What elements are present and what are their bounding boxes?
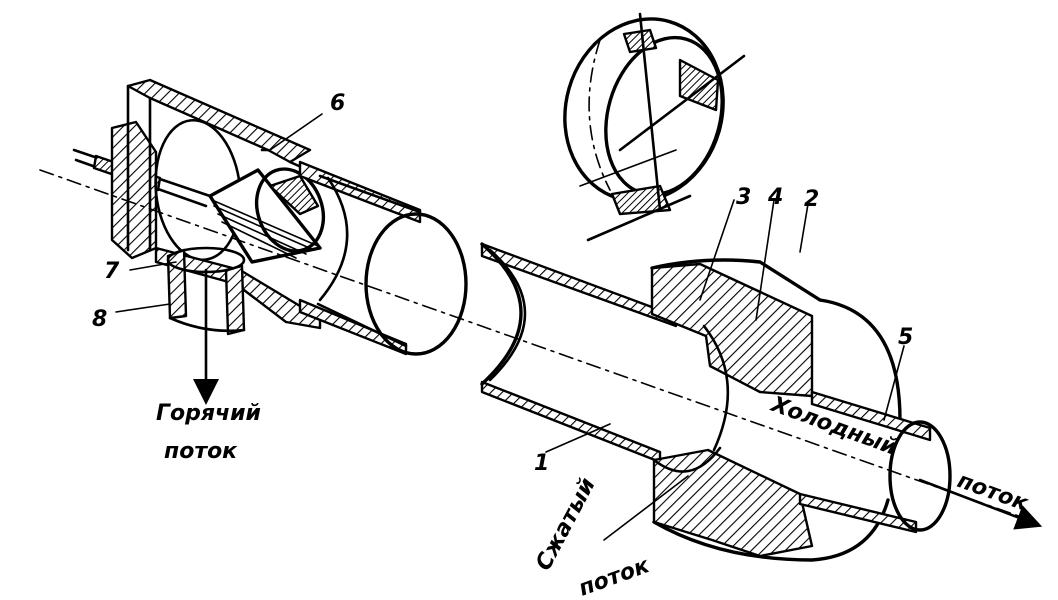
label-hot-flow-line1: Горячий (156, 401, 261, 426)
label-7: 7 (104, 259, 120, 284)
label-compressed-line2: поток (576, 553, 654, 600)
label-compressed-line1: Сжатый (531, 474, 600, 575)
leader-lines (115, 113, 905, 541)
label-4: 4 (767, 185, 783, 210)
cold-tube-wall-bottom (798, 492, 918, 534)
label-1: 1 (534, 451, 549, 476)
nozzle-body-top (650, 262, 814, 398)
hot-end-assembly (72, 78, 468, 405)
label-hot-flow-line2: поток (164, 439, 238, 464)
label-3: 3 (736, 185, 751, 210)
hot-tube-opening (364, 212, 468, 356)
hot-housing-body (126, 84, 332, 252)
swirl-nozzle-ring (563, 12, 746, 242)
cold-tube-wall-top (810, 390, 932, 442)
label-cold-flow: поток (954, 468, 1032, 517)
tube-axis (39, 169, 1031, 521)
label-5: 5 (898, 325, 913, 350)
cold-flow-arrow (918, 478, 1043, 530)
cold-tube-opening (888, 420, 952, 532)
label-8: 8 (92, 307, 107, 332)
nozzle-body-bottom (652, 448, 814, 558)
label-2: 2 (804, 187, 819, 212)
vortex-tube (480, 242, 678, 464)
hot-outlet-pipe (166, 246, 246, 336)
cold-end-assembly (650, 258, 1043, 562)
label-6: 6 (330, 91, 345, 116)
hot-tube-segment (298, 160, 468, 356)
